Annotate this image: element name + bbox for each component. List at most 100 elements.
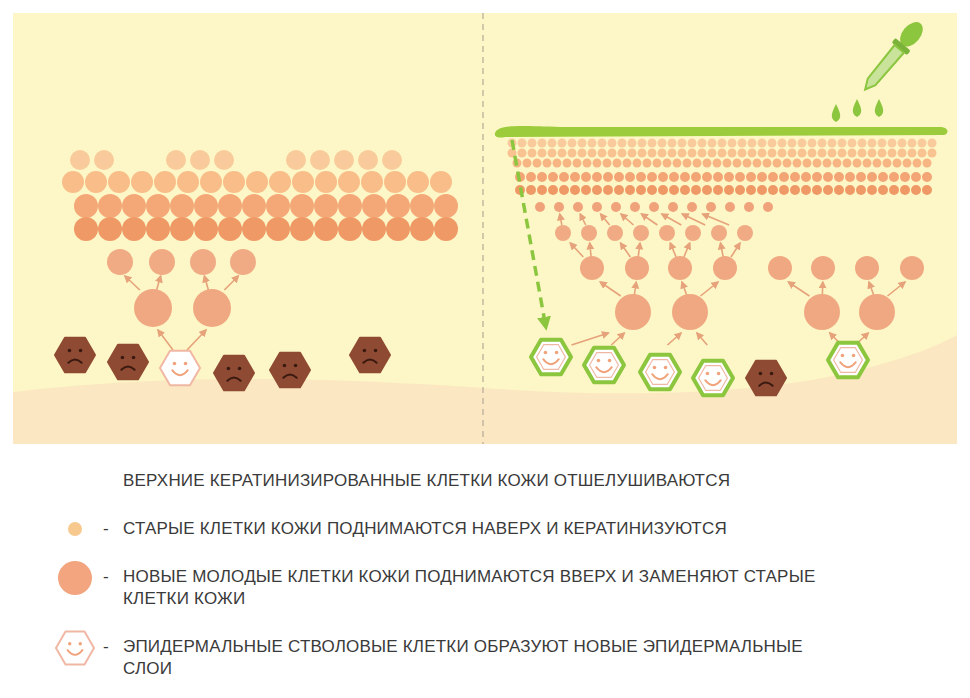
stem-cell-inner [590, 353, 619, 378]
skin-cell [338, 194, 362, 218]
skin-cell [528, 149, 537, 158]
skin-cell [570, 185, 580, 195]
skin-cell [856, 172, 866, 182]
skin-cell [613, 159, 622, 168]
skin-cell [723, 159, 732, 168]
skin-cell [888, 149, 897, 158]
skin-cell [538, 139, 547, 148]
skin-cell [728, 149, 737, 158]
face-eye [770, 372, 774, 376]
face-eye [294, 364, 298, 368]
skin-cell [269, 171, 291, 193]
skin-cell [581, 225, 597, 241]
skin-cell [843, 159, 852, 168]
growth-arrow [224, 276, 238, 290]
growth-arrow [662, 214, 682, 225]
skin-cell [592, 185, 602, 195]
skin-cell [733, 159, 742, 168]
skin-cell [878, 149, 887, 158]
face-eye [374, 349, 378, 353]
growth-arrow [621, 214, 634, 225]
skin-cell [793, 159, 802, 168]
skin-cell [338, 171, 360, 193]
skin-cell [578, 139, 587, 148]
skin-cell [230, 249, 256, 275]
skin-cell [108, 171, 130, 193]
skin-cell [858, 149, 867, 158]
stem-cell-inner [646, 360, 675, 385]
legend-dash: - [103, 518, 109, 540]
skin-cell [856, 185, 866, 195]
skin-cell [548, 149, 557, 158]
growth-arrow [204, 276, 208, 290]
skin-cell [833, 159, 842, 168]
skin-cell [859, 294, 895, 330]
panel-ground [13, 13, 957, 444]
skin-cell [122, 194, 146, 218]
growth-arrow [580, 214, 586, 225]
face-eye [68, 349, 72, 353]
skin-cell [688, 139, 697, 148]
skin-cell [518, 139, 527, 148]
skin-cell [735, 185, 745, 195]
skin-cell [603, 172, 613, 182]
skin-cell [803, 159, 812, 168]
skin-cell [811, 256, 835, 280]
legend-text: НОВЫЕ МОЛОДЫЕ КЛЕТКИ КОЖИ ПОДНИМАЮТСЯ ВВ… [123, 566, 823, 610]
skin-cell [804, 294, 840, 330]
growth-arrow [731, 243, 740, 257]
legend-samples [56, 522, 94, 664]
skin-cell [658, 172, 668, 182]
skin-cell [608, 149, 617, 158]
skin-cell [193, 289, 231, 327]
skin-cell [724, 185, 734, 195]
skin-cell [698, 149, 707, 158]
skin-cell [808, 149, 817, 158]
stem-cell [640, 355, 680, 390]
face-eye [238, 367, 242, 371]
skin-cell [407, 171, 429, 193]
skin-cell [603, 159, 612, 168]
skin-cell [292, 171, 314, 193]
skin-cell [588, 139, 597, 148]
skin-cell [246, 171, 268, 193]
face-mouth [172, 370, 188, 375]
skin-cell [578, 149, 587, 158]
skin-cell [691, 172, 701, 182]
skin-cell [533, 159, 542, 168]
skin-cell [798, 139, 807, 148]
face-mouth [68, 359, 81, 362]
skin-cell [410, 217, 434, 241]
face-mouth [543, 359, 559, 364]
skin-cell [757, 185, 767, 195]
face-eye [717, 372, 721, 376]
skin-cell [863, 159, 872, 168]
skin-cell [788, 139, 797, 148]
skin-cell [618, 149, 627, 158]
growth-arrow [570, 243, 583, 257]
stem-cell [350, 338, 390, 373]
skin-cell [713, 256, 737, 280]
face-eye [227, 367, 231, 371]
dropper [857, 17, 928, 96]
skin-cell [898, 149, 907, 158]
stem-cell [531, 340, 571, 375]
skin-cell [708, 149, 717, 158]
face-mouth [227, 377, 240, 380]
skin-cell [581, 172, 591, 182]
skin-cell [98, 217, 122, 241]
skin-cell [548, 185, 558, 195]
skin-cell [801, 185, 811, 195]
skin-cell [633, 159, 642, 168]
skin-cell [783, 159, 792, 168]
skin-cell [647, 172, 657, 182]
skin-cell [889, 172, 899, 182]
skin-cell [633, 225, 649, 241]
face-eye [121, 356, 125, 360]
skin-cell [878, 185, 888, 195]
skin-cell [638, 149, 647, 158]
skin-cell [868, 149, 877, 158]
growth-arrow [638, 243, 640, 257]
skin-cell [62, 171, 84, 193]
dermis-ground [13, 379, 483, 444]
